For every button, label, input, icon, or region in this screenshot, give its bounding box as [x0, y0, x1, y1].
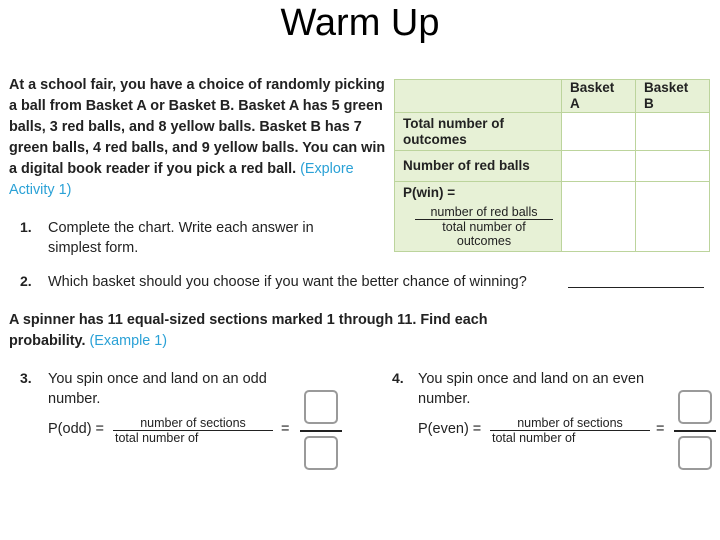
q4-text: You spin once and land on an even number…: [418, 371, 645, 407]
chart-row-label: Number of red balls: [394, 150, 562, 182]
q4-fraction: number of sections total number of: [490, 416, 650, 445]
q4-numerator: number of sections: [490, 416, 650, 431]
chart-row-total: Total number of outcomes: [394, 112, 710, 151]
cell-red-b[interactable]: [635, 150, 710, 182]
cell-pwin-b[interactable]: [635, 181, 710, 252]
chart-row-pwin-label: P(win) = number of red balls total numbe…: [394, 181, 562, 252]
chart-col-basket-b: Basket B: [635, 79, 710, 113]
chart-header-row: Basket A Basket B: [394, 79, 710, 113]
chart-col-basket-a: Basket A: [561, 79, 636, 113]
intro-text: At a school fair, you have a choice of r…: [9, 77, 386, 177]
q3-number: 3.: [20, 370, 32, 386]
q4-denominator: total number of: [492, 431, 576, 445]
q1-number: 1.: [20, 219, 32, 235]
page-title: Warm Up: [280, 2, 440, 44]
example-link[interactable]: (Example 1): [89, 333, 168, 349]
q4-fraction-bar: [674, 430, 716, 432]
q3-denominator: total number of: [115, 431, 199, 445]
cell-red-a[interactable]: [561, 150, 636, 182]
spinner-intro: A spinner has 11 equal-sized sections ma…: [9, 310, 549, 352]
pwin-fraction: number of red balls total number of outc…: [415, 205, 553, 248]
cell-pwin-a[interactable]: [561, 181, 636, 252]
q3-fraction: number of sections total number of: [113, 416, 273, 445]
q2-text: Which basket should you choose if you wa…: [48, 274, 527, 290]
q4-denominator-box[interactable]: [678, 436, 712, 470]
chart-row-pwin: P(win) = number of red balls total numbe…: [394, 181, 710, 252]
q1-text: Complete the chart. Write each answer in…: [48, 220, 314, 256]
q2-answer-line[interactable]: [568, 287, 704, 288]
pwin-numerator: number of red balls: [415, 205, 553, 220]
q4-lhs: P(even) =: [418, 421, 482, 437]
q4-equals: =: [656, 421, 665, 437]
cell-total-a[interactable]: [561, 112, 636, 151]
explore-activity-link[interactable]: (Explore Activity 1): [9, 161, 354, 198]
chart-row-label: Total number of outcomes: [394, 112, 562, 151]
q4-numerator-box[interactable]: [678, 390, 712, 424]
q3-numerator-box[interactable]: [304, 390, 338, 424]
q3-denominator-box[interactable]: [304, 436, 338, 470]
q4-number: 4.: [392, 370, 404, 386]
q3-text: You spin once and land on an odd number.: [48, 371, 267, 407]
problem-intro: At a school fair, you have a choice of r…: [9, 75, 389, 201]
cell-total-b[interactable]: [635, 112, 710, 151]
chart-corner: [394, 79, 562, 113]
pwin-label: P(win) =: [403, 185, 456, 200]
q3-fraction-bar: [300, 430, 342, 432]
pwin-denominator: total number of outcomes: [442, 220, 526, 248]
q3-lhs: P(odd) =: [48, 421, 105, 437]
q3-numerator: number of sections: [113, 416, 273, 431]
chart-row-red: Number of red balls: [394, 150, 710, 182]
q3-equals: =: [281, 421, 290, 437]
basket-chart: Basket A Basket B Total number of outcom…: [394, 79, 710, 252]
spinner-text: A spinner has 11 equal-sized sections ma…: [9, 312, 488, 349]
q2-number: 2.: [20, 273, 32, 289]
